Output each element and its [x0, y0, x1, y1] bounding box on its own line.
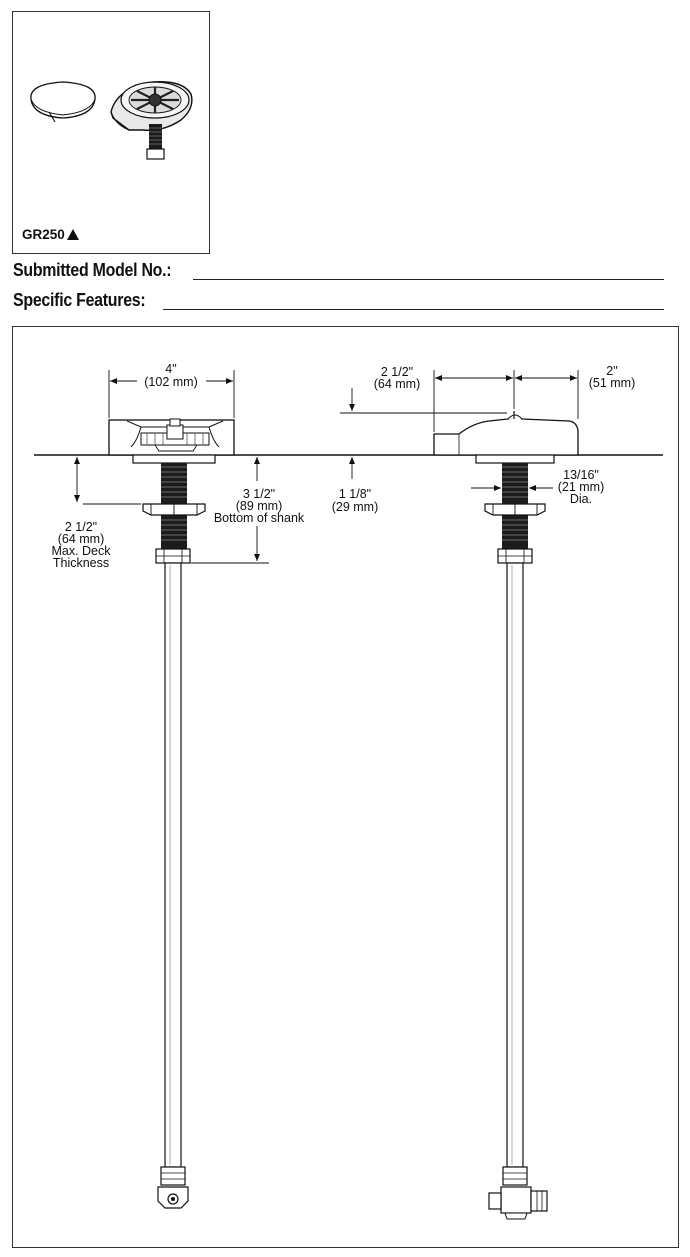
front-view	[108, 418, 235, 1209]
triangle-icon	[66, 229, 79, 240]
product-illustration	[30, 81, 193, 160]
deck-note-label-2: Thickness	[53, 556, 109, 570]
dia-mm-label: (21 mm)	[558, 480, 605, 494]
width-inches-label: 4"	[165, 362, 176, 376]
deck-note-label-1: Max. Deck	[51, 544, 111, 558]
submitted-model-label: Submitted Model No.:	[13, 259, 172, 280]
model-code: GR250	[22, 227, 79, 242]
deck-mm-label: (64 mm)	[58, 532, 105, 546]
submitted-model-field[interactable]	[193, 279, 664, 280]
side-dimensions	[340, 370, 579, 491]
dimension-drawing: 4" (102 mm) 2 1/2" (64 mm) 2" (51 mm) 2 …	[34, 362, 663, 1220]
height-inches-label: 1 1/8"	[339, 487, 371, 501]
glass-rinser-illustration	[110, 81, 193, 160]
spout-reach-mm-label: (64 mm)	[374, 377, 421, 391]
product-image-panel: GR250	[12, 11, 210, 254]
height-mm-label: (29 mm)	[332, 500, 379, 514]
shank-note-label: Bottom of shank	[214, 511, 305, 525]
dia-note-label: Dia.	[570, 492, 592, 506]
cover-cap-illustration	[30, 81, 96, 123]
front-dimensions	[74, 370, 355, 564]
rear-inches-label: 2"	[606, 364, 617, 378]
specific-features-label: Specific Features:	[13, 289, 146, 310]
shank-inches-label: 3 1/2"	[243, 487, 275, 501]
rear-mm-label: (51 mm)	[589, 376, 636, 390]
width-mm-label: (102 mm)	[144, 375, 197, 389]
spout-reach-inches-label: 2 1/2"	[381, 365, 413, 379]
specific-features-field[interactable]	[163, 309, 664, 310]
dia-inches-label: 13/16"	[563, 468, 599, 482]
technical-drawing-panel: 4" (102 mm) 2 1/2" (64 mm) 2" (51 mm) 2 …	[12, 326, 679, 1248]
side-view	[433, 411, 579, 1220]
dimension-labels: 4" (102 mm) 2 1/2" (64 mm) 2" (51 mm) 2 …	[51, 362, 635, 570]
deck-inches-label: 2 1/2"	[65, 520, 97, 534]
shank-mm-label: (89 mm)	[236, 499, 283, 513]
